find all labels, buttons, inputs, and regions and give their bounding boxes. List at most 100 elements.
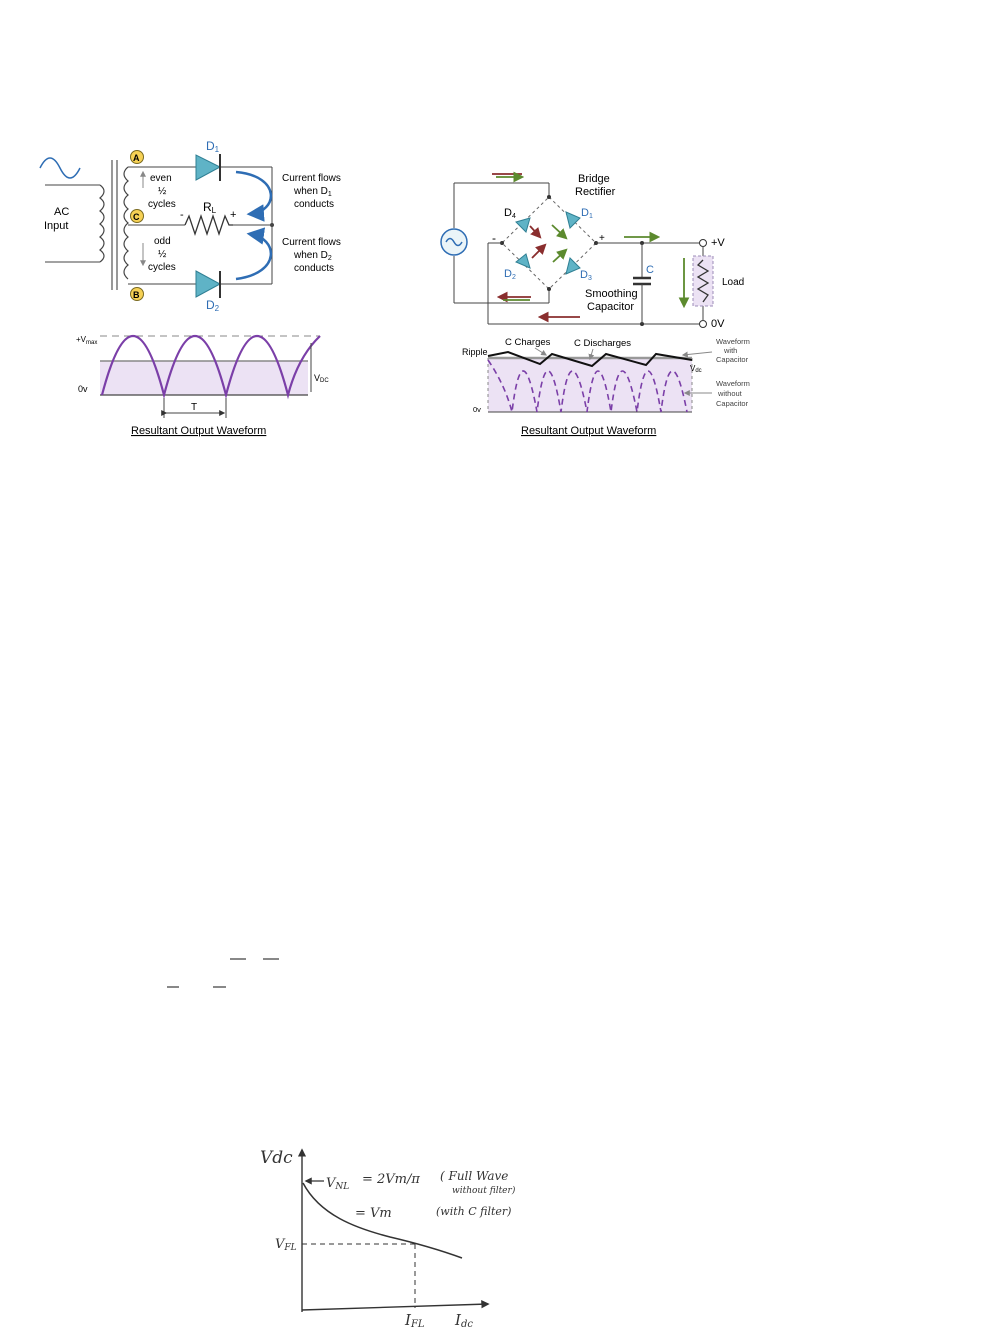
vdc-shaded-area	[100, 361, 308, 395]
rl-label: RL	[203, 200, 217, 215]
current-flow-1-line1: Current flows	[282, 173, 341, 184]
odd-label-line1: odd	[154, 236, 171, 247]
diode-d2	[195, 270, 222, 298]
zero-v-label: 0v	[78, 384, 88, 394]
plus-v-label: +V	[711, 237, 725, 249]
current-flow-1-line3: conducts	[294, 199, 334, 210]
smoothing-label-line1: Smoothing	[585, 288, 638, 300]
vfl-label: VFL	[275, 1237, 297, 1253]
with-cap-arrow	[681, 351, 713, 358]
bridge-diamond	[501, 196, 597, 290]
idc-label: Idc	[454, 1311, 473, 1330]
node-c-label: C	[133, 212, 140, 222]
bridge-diode-d3	[565, 257, 581, 275]
bridge-output-waveform: Ripple C Charges C Discharges Vdc Wavefo…	[462, 337, 750, 437]
node-b	[130, 287, 144, 301]
sketch-y-axis-label: Vdc	[260, 1148, 293, 1168]
without-cap-line1: Waveform	[716, 379, 750, 388]
sketch-x-axis	[301, 1300, 490, 1311]
regulation-curve	[302, 1182, 463, 1259]
inner-green-arrow-1	[551, 224, 568, 240]
bridge-diode-d4	[515, 217, 531, 233]
ac-sine-icon	[39, 157, 81, 179]
ac-input-label-line1: AC	[54, 206, 69, 218]
cap-label: C	[646, 264, 654, 276]
rl-minus-label: -	[180, 209, 184, 221]
center-tap-caption: Resultant Output Waveform	[131, 425, 266, 437]
load-resistor	[696, 259, 710, 303]
bridge-node-bottom	[547, 287, 551, 291]
without-cap-line3: Capacitor	[716, 399, 749, 408]
c-charges-arrow	[534, 347, 548, 356]
terminal-plus-v	[699, 239, 707, 247]
secondary-coil	[123, 166, 129, 280]
load-box	[692, 255, 714, 307]
node-a-label: A	[133, 153, 140, 163]
vnl-label: VNL	[326, 1176, 349, 1192]
waveform-without-capacitor	[487, 359, 688, 413]
bridge-diode-d1	[565, 211, 581, 229]
node-c	[130, 209, 144, 223]
current-flow-2-line1: Current flows	[282, 237, 341, 248]
even-label-line1: even	[150, 173, 172, 184]
resistor-rl	[184, 213, 233, 237]
with-cap-line3: Capacitor	[716, 355, 749, 364]
bridge-zero-v-label: 0v	[473, 405, 481, 414]
ifl-label: IFL	[404, 1311, 425, 1330]
waveform-with-capacitor	[487, 350, 693, 368]
zero-v-terminal-label: 0V	[711, 318, 725, 330]
center-tap-rectifier-diagram: AC Input A C B even ½ cycles odd ½ cycle…	[39, 139, 341, 313]
primary-coil	[99, 184, 105, 263]
stray-marks	[167, 958, 279, 988]
junction-dot	[270, 223, 274, 227]
current-arrow-d2	[235, 227, 273, 281]
c-discharges-arrow	[588, 348, 595, 361]
even-label-line2: ½	[158, 186, 167, 197]
ripple-label: Ripple	[462, 347, 488, 357]
node-a	[130, 150, 144, 164]
bridge-minus-label: -	[492, 231, 496, 245]
bridge-d4-label: D4	[504, 207, 516, 220]
bridge-rectifier-diagram: Bridge Rectifier D4 D1 D2 D3	[440, 171, 744, 330]
current-flow-1-line2: when D1	[293, 186, 332, 198]
even-label-line3: cycles	[148, 199, 176, 210]
with-cap-line2: with	[723, 346, 737, 355]
c-discharges-label: C Discharges	[574, 338, 631, 349]
inner-red-arrow-1	[529, 225, 542, 239]
d1-label: D1	[206, 139, 220, 154]
bridge-diode-d2	[515, 253, 531, 269]
inner-green-arrow-2	[552, 248, 568, 263]
vnl-equation-full-wave: = 2Vm/π	[362, 1172, 420, 1187]
bridge-d3-label: D3	[580, 269, 592, 282]
bridge-d1-label: D1	[581, 207, 593, 220]
bridge-d2-label: D2	[504, 268, 516, 281]
d2-label: D2	[206, 298, 220, 313]
odd-label-line2: ½	[158, 249, 167, 260]
current-arrow-d1	[235, 170, 273, 222]
vnl-equation-with-filter: = Vm	[355, 1206, 392, 1221]
bridge-title-line1: Bridge	[578, 173, 610, 185]
rectified-waveform	[100, 334, 321, 400]
terminal-zero-v	[699, 320, 707, 328]
with-filter-note: (with C filter)	[436, 1205, 511, 1218]
c-charges-label: C Charges	[505, 337, 551, 348]
odd-label-line3: cycles	[148, 262, 176, 273]
current-flow-2-line2: when D2	[293, 250, 332, 262]
without-cap-line2: without	[717, 389, 743, 398]
bridge-plus-label: +	[599, 233, 605, 244]
bridge-title-line2: Rectifier	[575, 186, 616, 198]
with-cap-line1: Waveform	[716, 337, 750, 346]
center-tap-output-waveform: +Vmax 0v VDC T Resultant Output Waveform	[76, 334, 329, 437]
inner-red-arrow-2	[531, 243, 547, 259]
rl-plus-label: +	[230, 209, 236, 221]
period-label: T	[191, 402, 197, 413]
ac-input-label-line2: Input	[44, 220, 68, 232]
bridge-vdc-label: Vdc	[690, 364, 702, 374]
bridge-caption: Resultant Output Waveform	[521, 425, 656, 437]
without-filter-note: without filter)	[452, 1185, 516, 1196]
vdc-label: VDC	[314, 373, 329, 384]
full-wave-note: ( Full Wave	[440, 1169, 508, 1183]
bridge-shaded-area	[488, 358, 692, 412]
current-flow-2-line3: conducts	[294, 263, 334, 274]
